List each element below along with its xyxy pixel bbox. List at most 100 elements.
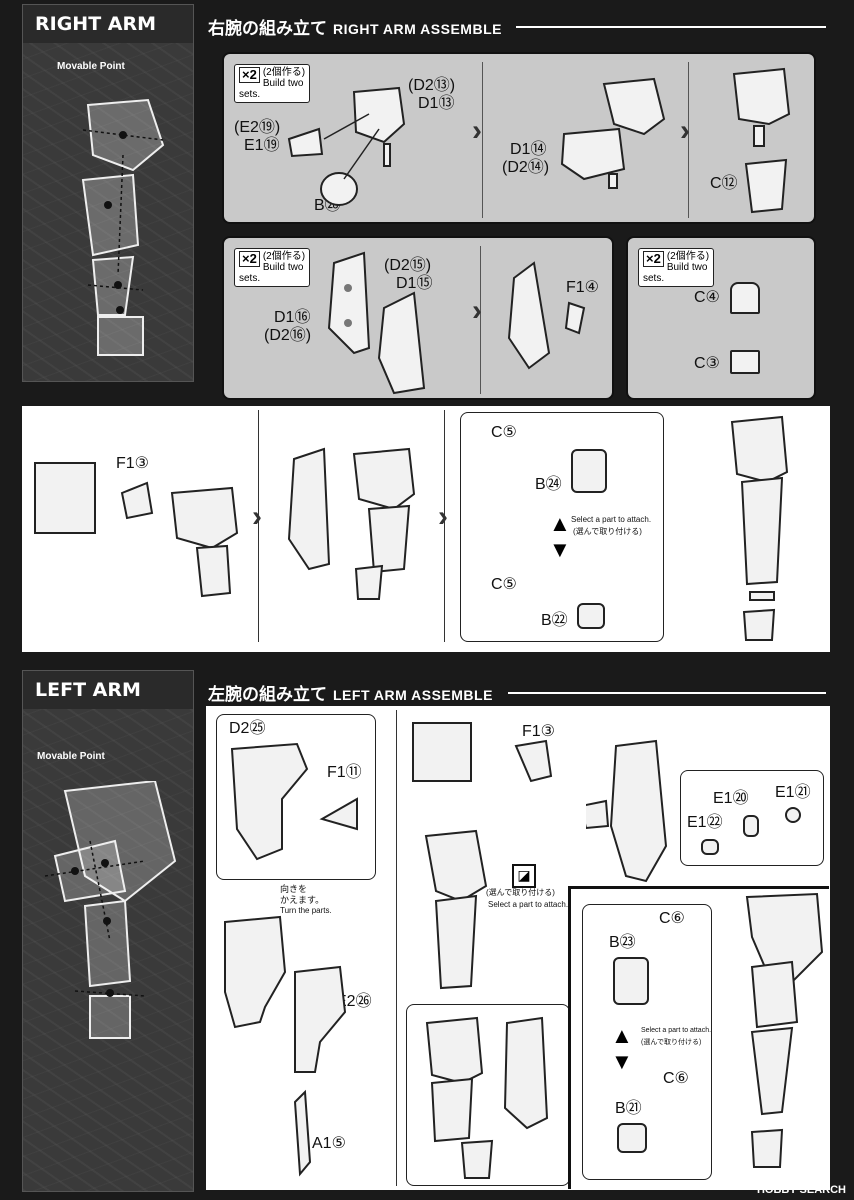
divider	[688, 62, 689, 218]
left-arm-title: 左腕の組み立て LEFT ARM ASSEMBLE	[208, 680, 493, 718]
label-e2-19: (E2⑲)	[234, 119, 281, 136]
part-hand-fist	[617, 1123, 647, 1153]
label-d2-15: (D2⑮)	[384, 257, 432, 274]
label-e1-20: E1⑳	[713, 790, 749, 807]
turn-parts-en: Turn the parts.	[280, 906, 332, 915]
label-c-5b: C⑤	[491, 576, 517, 593]
note-jp: (2個作る)	[666, 251, 710, 262]
right-arm-title-en: RIGHT ARM ASSEMBLE	[333, 21, 502, 37]
step-arrow: ›	[252, 500, 262, 533]
x2-badge: ×2	[239, 67, 260, 84]
left-step3-parts	[586, 739, 668, 883]
divider	[482, 62, 483, 218]
part-c3	[730, 350, 760, 374]
x2-badge: ×2	[239, 251, 260, 268]
swap-arrow-icon: ▲▼	[611, 1023, 633, 1074]
build-two-note: ×2(2個作る)Build two sets.	[638, 248, 715, 287]
left-step1b-parts	[224, 915, 347, 1177]
step7-parts	[287, 447, 416, 600]
label-f1-3: F1③	[116, 455, 150, 472]
label-e1-22: E1㉒	[687, 814, 723, 831]
right-arm-title-rule	[516, 26, 826, 28]
label-b-22: B㉒	[541, 612, 568, 629]
divider	[396, 710, 397, 1186]
left-step3-inset: E1⑳ E1㉑ E1㉒	[680, 770, 824, 866]
label-c-5a: C⑤	[491, 424, 517, 441]
select-note-jp: (選んで取り付ける)	[641, 1039, 702, 1046]
step-arrow: ›	[680, 114, 690, 147]
label-b-21: B㉑	[615, 1100, 642, 1117]
part-e1-20	[743, 815, 759, 837]
right-step1-box: ×2(2個作る)Build two sets. (E2⑲) E1⑲ (D2⑬) …	[222, 52, 816, 224]
select-note-en: Select a part to attach.	[488, 900, 569, 909]
label-c-3: C③	[694, 355, 720, 372]
right-arm-side-title: RIGHT ARM	[23, 5, 193, 43]
label-b-23: B㉓	[609, 934, 636, 951]
label-d2-16: (D2⑯)	[264, 327, 312, 344]
left-step1-parts	[230, 742, 358, 861]
label-f1-3-left: F1③	[522, 723, 556, 740]
step2-parts	[560, 77, 666, 189]
step4-bracket	[568, 886, 829, 1189]
select-note-en: Select a part to attach.	[641, 1027, 712, 1034]
label-c-6a: C⑥	[659, 910, 685, 927]
watermark: HOBBY SEARCH	[756, 1184, 846, 1196]
label-d1-16: D1⑯	[274, 309, 311, 326]
swap-arrow-icon: ▲▼	[549, 511, 571, 562]
part-hand-fist	[577, 603, 605, 629]
right-arm-movable-illustration	[81, 98, 165, 356]
step4-parts	[327, 251, 426, 395]
part-f1-3-icon-frame	[34, 462, 96, 534]
left-arm-assembled	[745, 892, 824, 1168]
label-e1-19: E1⑲	[244, 137, 280, 154]
side-pattern	[23, 43, 193, 381]
hand-select-box: C⑤ B㉔ Select a part to attach. (選んで取り付ける…	[460, 412, 664, 642]
note-en: Build two sets.	[239, 78, 304, 100]
right-arm-assembled	[730, 415, 789, 641]
label-c-4: C④	[694, 289, 720, 306]
label-d1-15: D1⑮	[396, 275, 433, 292]
label-d1-13: D1⑬	[418, 95, 455, 112]
step1-parts	[287, 86, 406, 206]
divider	[444, 410, 445, 642]
left-arm-title-rule	[508, 692, 826, 694]
part-e1-21	[785, 807, 801, 823]
left-hand-select-box: C⑥ B㉓ ▲▼ Select a part to attach. (選んで取り…	[582, 904, 712, 1180]
step6-parts	[120, 481, 239, 598]
divider	[480, 246, 481, 394]
label-f1-11: F1⑪	[327, 764, 362, 781]
part-c4	[730, 282, 760, 314]
left-arm-title-en: LEFT ARM ASSEMBLE	[333, 687, 493, 703]
movable-point-label: Movable Point	[57, 61, 125, 72]
part-e1-22	[701, 839, 719, 855]
step-arrow: ›	[438, 500, 448, 533]
left-step2-inset	[406, 1004, 570, 1186]
select-note-jp: (選んで取り付ける)	[486, 888, 555, 897]
x2-badge: ×2	[643, 251, 664, 268]
label-d2-14: (D2⑭)	[502, 159, 550, 176]
left-step1-box: D2㉕ F1⑪	[216, 714, 376, 880]
right-arm-title-jp: 右腕の組み立て	[208, 19, 327, 39]
build-two-note: ×2(2個作る)Build two sets.	[234, 248, 311, 287]
label-e1-21: E1㉑	[775, 784, 811, 801]
label-c-12: C⑫	[710, 175, 738, 192]
right-arm-title: 右腕の組み立て RIGHT ARM ASSEMBLE	[208, 14, 502, 52]
build-two-note: ×2(2個作る)Build two sets.	[234, 64, 311, 103]
right-step2-box: ×2(2個作る)Build two sets. (D2⑮) D1⑮ D1⑯ (D…	[222, 236, 614, 400]
label-d2-25: D2㉕	[229, 720, 266, 737]
select-note-en: Select a part to attach.	[571, 515, 652, 524]
part-hand-open	[571, 449, 607, 493]
note-en: Build two sets.	[239, 262, 304, 284]
note-jp: (2個作る)	[262, 67, 306, 78]
step4b-parts	[507, 261, 586, 370]
left-arm-title-jp: 左腕の組み立て	[208, 685, 327, 705]
label-a1-5: A1⑤	[312, 1135, 346, 1152]
label-d2-13: (D2⑬)	[408, 77, 456, 94]
label-b-24: B㉔	[535, 476, 562, 493]
part-f1-3-icon-frame	[412, 722, 472, 782]
select-icon: ◪	[512, 864, 536, 888]
turn-parts-jp: 向きを かえます。	[280, 884, 325, 905]
right-step4-area: F1③ › › C⑤ B㉔ Select a part to attach. (…	[22, 406, 830, 652]
note-jp: (2個作る)	[262, 251, 306, 262]
left-step2-parts	[424, 739, 553, 990]
